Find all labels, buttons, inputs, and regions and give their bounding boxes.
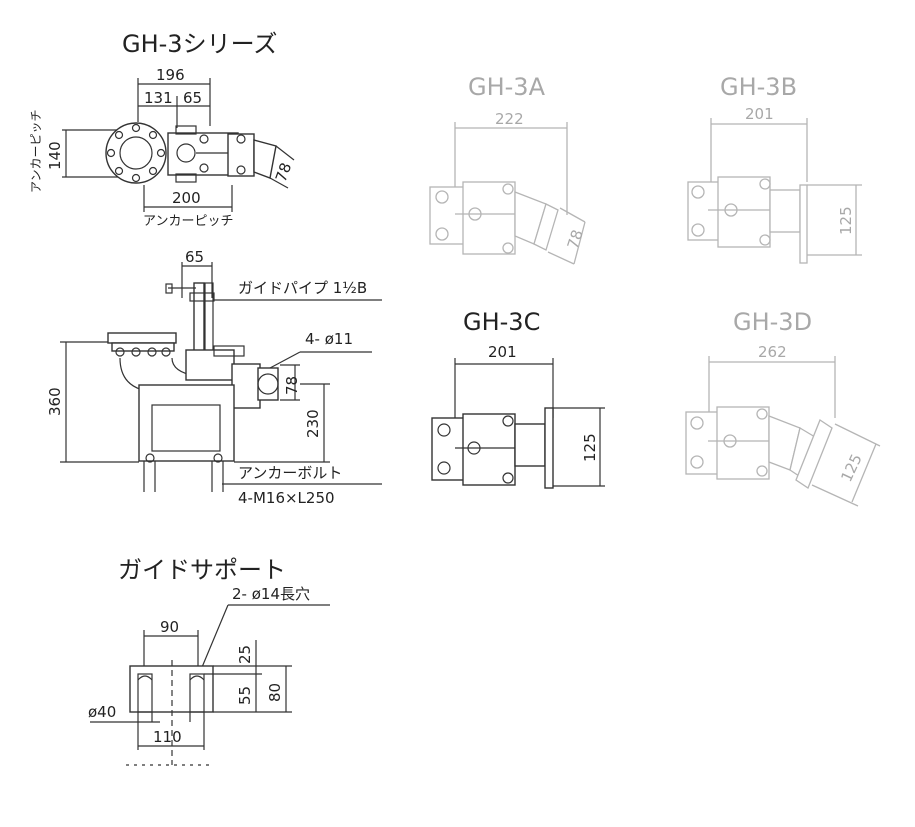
dim-support-55: 55 bbox=[236, 686, 254, 705]
holes-label: 4- ø11 bbox=[305, 330, 353, 348]
support-title: ガイドサポート bbox=[118, 556, 286, 584]
variant-a-width: 222 bbox=[495, 110, 524, 128]
guide-support: ガイドサポート 90 2- ø14長穴 25 55 80 ø40 bbox=[88, 556, 330, 766]
dim-360: 360 bbox=[46, 387, 64, 416]
dim-support-110: 110 bbox=[153, 728, 182, 746]
guide-pipe-label: ガイドパイプ 1½B bbox=[238, 279, 367, 297]
variant-a-title: GH-3A bbox=[468, 73, 546, 101]
variant-d-width: 262 bbox=[758, 343, 787, 361]
variant-gh-3d: GH-3D 262 125 bbox=[685, 308, 881, 507]
variant-gh-3a: GH-3A 222 78 bbox=[429, 73, 587, 265]
variant-gh-3b: GH-3B 201 125 bbox=[687, 73, 862, 264]
dim-65-side: 65 bbox=[185, 248, 204, 266]
side-view: 65 ガイドパイプ 1½B 78 4- ø11 bbox=[46, 248, 382, 507]
dim-support-40: ø40 bbox=[88, 703, 116, 721]
dim-78-side: 78 bbox=[283, 376, 301, 395]
variant-b-title: GH-3B bbox=[720, 73, 797, 101]
support-holes-label: 2- ø14長穴 bbox=[232, 585, 310, 603]
dim-140: 140 bbox=[46, 141, 64, 170]
dim-196: 196 bbox=[156, 66, 185, 84]
variant-gh-3c: GH-3C 201 125 bbox=[431, 308, 605, 489]
anchor-pitch-horizontal: アンカーピッチ bbox=[143, 214, 233, 229]
dim-200: 200 bbox=[172, 189, 201, 207]
variant-b-height: 125 bbox=[837, 206, 855, 235]
variant-c-title: GH-3C bbox=[463, 308, 540, 336]
dim-230: 230 bbox=[304, 409, 322, 438]
top-view: 196 131 65 140 アンカーピッチ bbox=[29, 66, 295, 229]
dim-78-top: 78 bbox=[272, 160, 295, 184]
dim-support-80: 80 bbox=[266, 683, 284, 702]
series-title: GH-3シリーズ bbox=[122, 30, 277, 58]
variant-c-height: 125 bbox=[581, 433, 599, 462]
dim-support-90: 90 bbox=[160, 618, 179, 636]
anchor-pitch-vertical: アンカーピッチ bbox=[29, 109, 43, 193]
dim-support-25: 25 bbox=[236, 645, 254, 664]
dim-65-top: 65 bbox=[183, 89, 202, 107]
variant-a-height: 78 bbox=[564, 228, 587, 252]
variant-b-width: 201 bbox=[745, 105, 774, 123]
bolt-spec-label: 4-M16×L250 bbox=[238, 489, 335, 507]
dim-131: 131 bbox=[144, 89, 173, 107]
variant-d-title: GH-3D bbox=[733, 308, 812, 336]
variant-c-width: 201 bbox=[488, 343, 517, 361]
anchor-bolt-label: アンカーボルト bbox=[238, 464, 342, 482]
